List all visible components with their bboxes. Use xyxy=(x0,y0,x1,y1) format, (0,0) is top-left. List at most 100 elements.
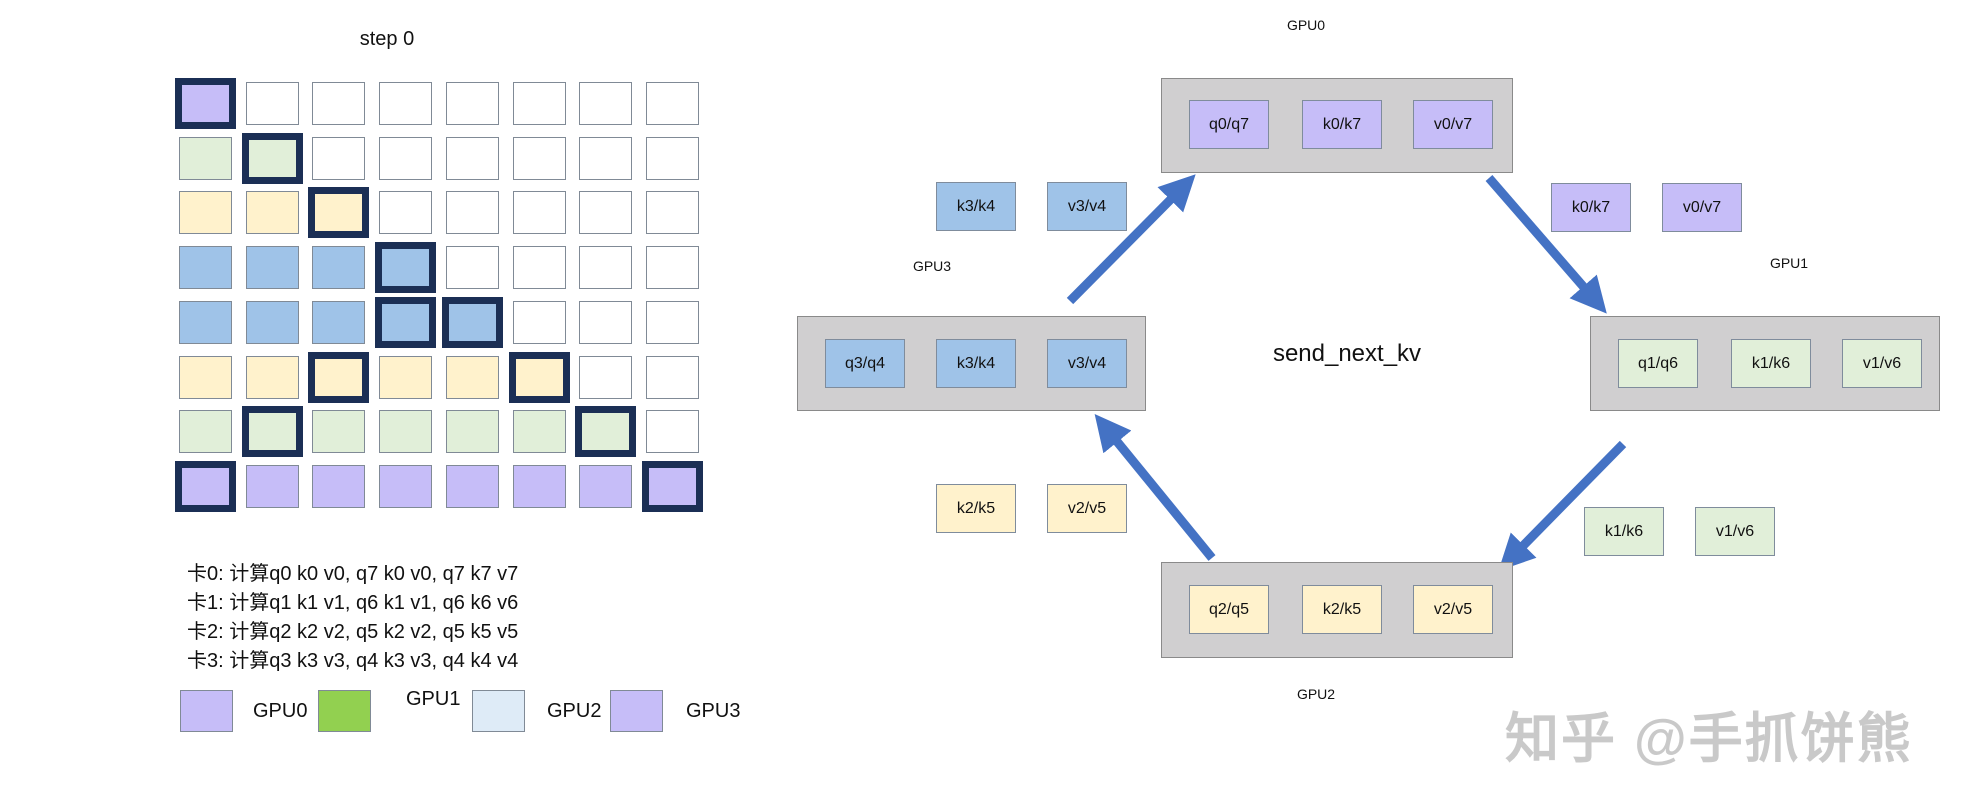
grid-cell xyxy=(645,355,699,399)
gpu0-label: GPU0 xyxy=(1286,17,1326,33)
grid-cell xyxy=(312,464,366,508)
grid-cell xyxy=(179,246,232,290)
grid-cell xyxy=(579,136,633,180)
card-2-description: 卡2: 计算q2 k2 v2, q5 k2 v2, q5 k5 v5 xyxy=(187,621,519,643)
grid-cell xyxy=(245,82,299,125)
arrow-gpu2-to-gpu3 xyxy=(1094,414,1216,561)
gpu0-block-k: k0/k7 xyxy=(1302,100,1382,149)
grid-cell xyxy=(179,136,232,180)
grid-cell xyxy=(379,82,433,125)
grid-cell xyxy=(579,464,633,508)
grid-cell xyxy=(579,82,633,125)
legend-label-gpu2: GPU2 xyxy=(547,700,602,722)
card-1-description: 卡1: 计算q1 k1 v1, q6 k1 v1, q6 k6 v6 xyxy=(187,592,519,614)
grid-cell-computed xyxy=(508,351,570,403)
grid-cell xyxy=(579,191,633,235)
grid-cell xyxy=(512,464,566,508)
transit-gpu3-v: v3/v4 xyxy=(1047,182,1127,231)
watermark: 知乎 @手抓饼熊 xyxy=(1505,709,1913,769)
grid-cell xyxy=(645,246,699,290)
arrow-gpu3-to-gpu0 xyxy=(1066,174,1196,305)
gpu1-block-v: v1/v6 xyxy=(1842,339,1922,388)
grid-cell xyxy=(512,136,566,180)
grid-cell xyxy=(579,355,633,399)
grid-cell xyxy=(645,82,699,125)
grid-cell xyxy=(579,300,633,344)
gpu1-label: GPU1 xyxy=(1769,255,1809,271)
grid-cell xyxy=(179,191,232,235)
grid-cell xyxy=(245,300,299,344)
grid-cell xyxy=(445,355,499,399)
legend-swatch-gpu1 xyxy=(318,690,371,732)
grid-cell xyxy=(445,464,499,508)
transit-gpu2-k: k2/k5 xyxy=(936,484,1016,533)
grid-cell xyxy=(445,191,499,235)
grid-cell xyxy=(312,82,366,125)
grid-cell xyxy=(579,246,633,290)
gpu0-block-q: q0/q7 xyxy=(1189,100,1269,149)
arrow-gpu0-to-gpu1 xyxy=(1485,175,1607,314)
grid-cell-computed xyxy=(175,460,236,512)
card-3-description: 卡3: 计算q3 k3 v3, q4 k3 v3, q4 k4 v4 xyxy=(187,650,519,672)
transit-gpu3-k: k3/k4 xyxy=(936,182,1016,231)
gpu3-label: GPU3 xyxy=(912,258,952,274)
grid-cell xyxy=(379,355,433,399)
grid-cell xyxy=(512,246,566,290)
gpu2-block-q: q2/q5 xyxy=(1189,585,1269,634)
legend-swatch-gpu3 xyxy=(610,690,663,732)
step-title: step 0 xyxy=(359,28,415,50)
gpu2-block-k: k2/k5 xyxy=(1302,585,1382,634)
grid-cell-computed xyxy=(308,187,370,239)
gpu1-block-k: k1/k6 xyxy=(1731,339,1811,388)
gpu3-block-q: q3/q4 xyxy=(825,339,905,388)
transit-gpu2-v: v2/v5 xyxy=(1047,484,1127,533)
legend-label-gpu1: GPU1 xyxy=(406,688,461,710)
grid-cell-computed xyxy=(441,296,503,348)
grid-cell xyxy=(445,410,499,454)
grid-cell-computed xyxy=(375,242,437,294)
gpu2-block-v: v2/v5 xyxy=(1413,585,1493,634)
legend-label-gpu0: GPU0 xyxy=(253,700,308,722)
card-0-description: 卡0: 计算q0 k0 v0, q7 k0 v0, q7 k7 v7 xyxy=(187,563,519,585)
transit-gpu0-k: k0/k7 xyxy=(1551,183,1631,232)
gpu0-block-v: v0/v7 xyxy=(1413,100,1493,149)
grid-cell xyxy=(245,246,299,290)
grid-cell xyxy=(445,82,499,125)
grid-cell-computed xyxy=(308,351,370,403)
grid-cell xyxy=(245,191,299,235)
grid-cell xyxy=(312,246,366,290)
grid-cell xyxy=(179,410,232,454)
gpu1-block-q: q1/q6 xyxy=(1618,339,1698,388)
grid-cell xyxy=(512,410,566,454)
grid-cell xyxy=(312,136,366,180)
grid-cell xyxy=(445,136,499,180)
grid-cell-computed xyxy=(375,296,437,348)
legend-label-gpu3: GPU3 xyxy=(686,700,741,722)
grid-cell-computed xyxy=(175,78,236,129)
gpu3-block-v: v3/v4 xyxy=(1047,339,1127,388)
grid-cell xyxy=(445,246,499,290)
gpu2-label: GPU2 xyxy=(1296,686,1336,702)
grid-cell xyxy=(245,464,299,508)
grid-cell xyxy=(245,355,299,399)
grid-cell xyxy=(645,410,699,454)
grid-cell-computed xyxy=(241,406,303,458)
grid-cell-computed xyxy=(575,406,637,458)
grid-cell-computed xyxy=(641,460,703,512)
grid-cell-computed xyxy=(241,132,303,184)
send-next-kv-label: send_next_kv xyxy=(1272,340,1422,367)
transit-gpu1-k: k1/k6 xyxy=(1584,507,1664,556)
grid-cell xyxy=(312,410,366,454)
grid-cell xyxy=(179,300,232,344)
legend-swatch-gpu0 xyxy=(180,690,233,732)
grid-cell xyxy=(512,82,566,125)
grid-cell xyxy=(645,191,699,235)
grid-cell xyxy=(379,191,433,235)
grid-cell xyxy=(379,464,433,508)
grid-cell xyxy=(312,300,366,344)
grid-cell xyxy=(512,191,566,235)
legend-swatch-gpu2 xyxy=(472,690,525,732)
transit-gpu1-v: v1/v6 xyxy=(1695,507,1775,556)
grid-cell xyxy=(512,300,566,344)
